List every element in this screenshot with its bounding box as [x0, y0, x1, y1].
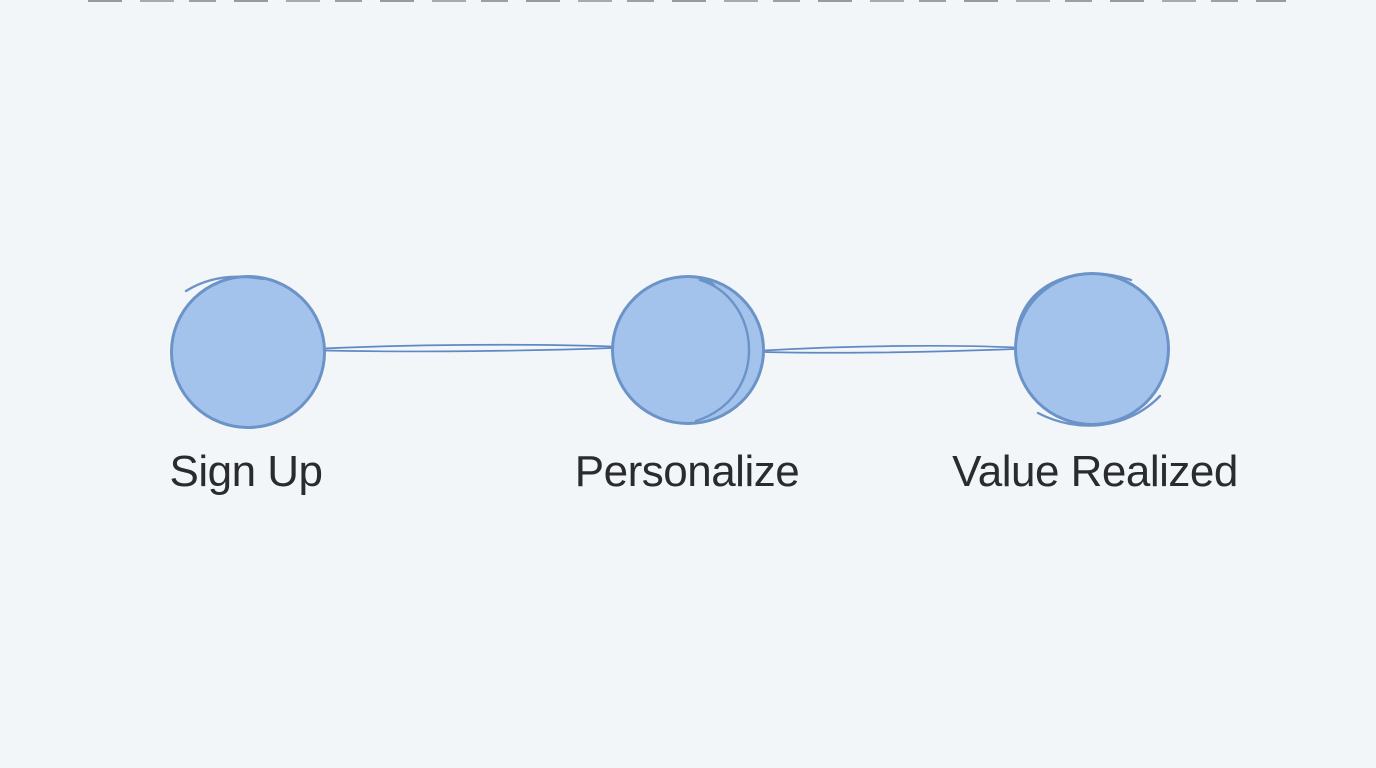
sketch-arc	[693, 275, 716, 287]
connector-personalize-valuerealized	[763, 344, 1016, 354]
sketch-arc	[1014, 272, 1133, 343]
node-circle-value-realized	[1014, 272, 1170, 427]
node-circle-sign-up	[170, 275, 326, 429]
node-label-value-realized: Value Realized	[952, 447, 1238, 496]
node-circle-personalize	[611, 275, 765, 425]
connector-signup-personalize	[323, 343, 613, 353]
sketch-arc	[1036, 394, 1162, 427]
node-label-personalize: Personalize	[574, 447, 800, 496]
sketch-arc	[184, 275, 265, 293]
cropped-text-artifact	[88, 0, 1286, 2]
sketch-arc	[694, 278, 751, 423]
node-label-sign-up: Sign Up	[169, 447, 323, 496]
